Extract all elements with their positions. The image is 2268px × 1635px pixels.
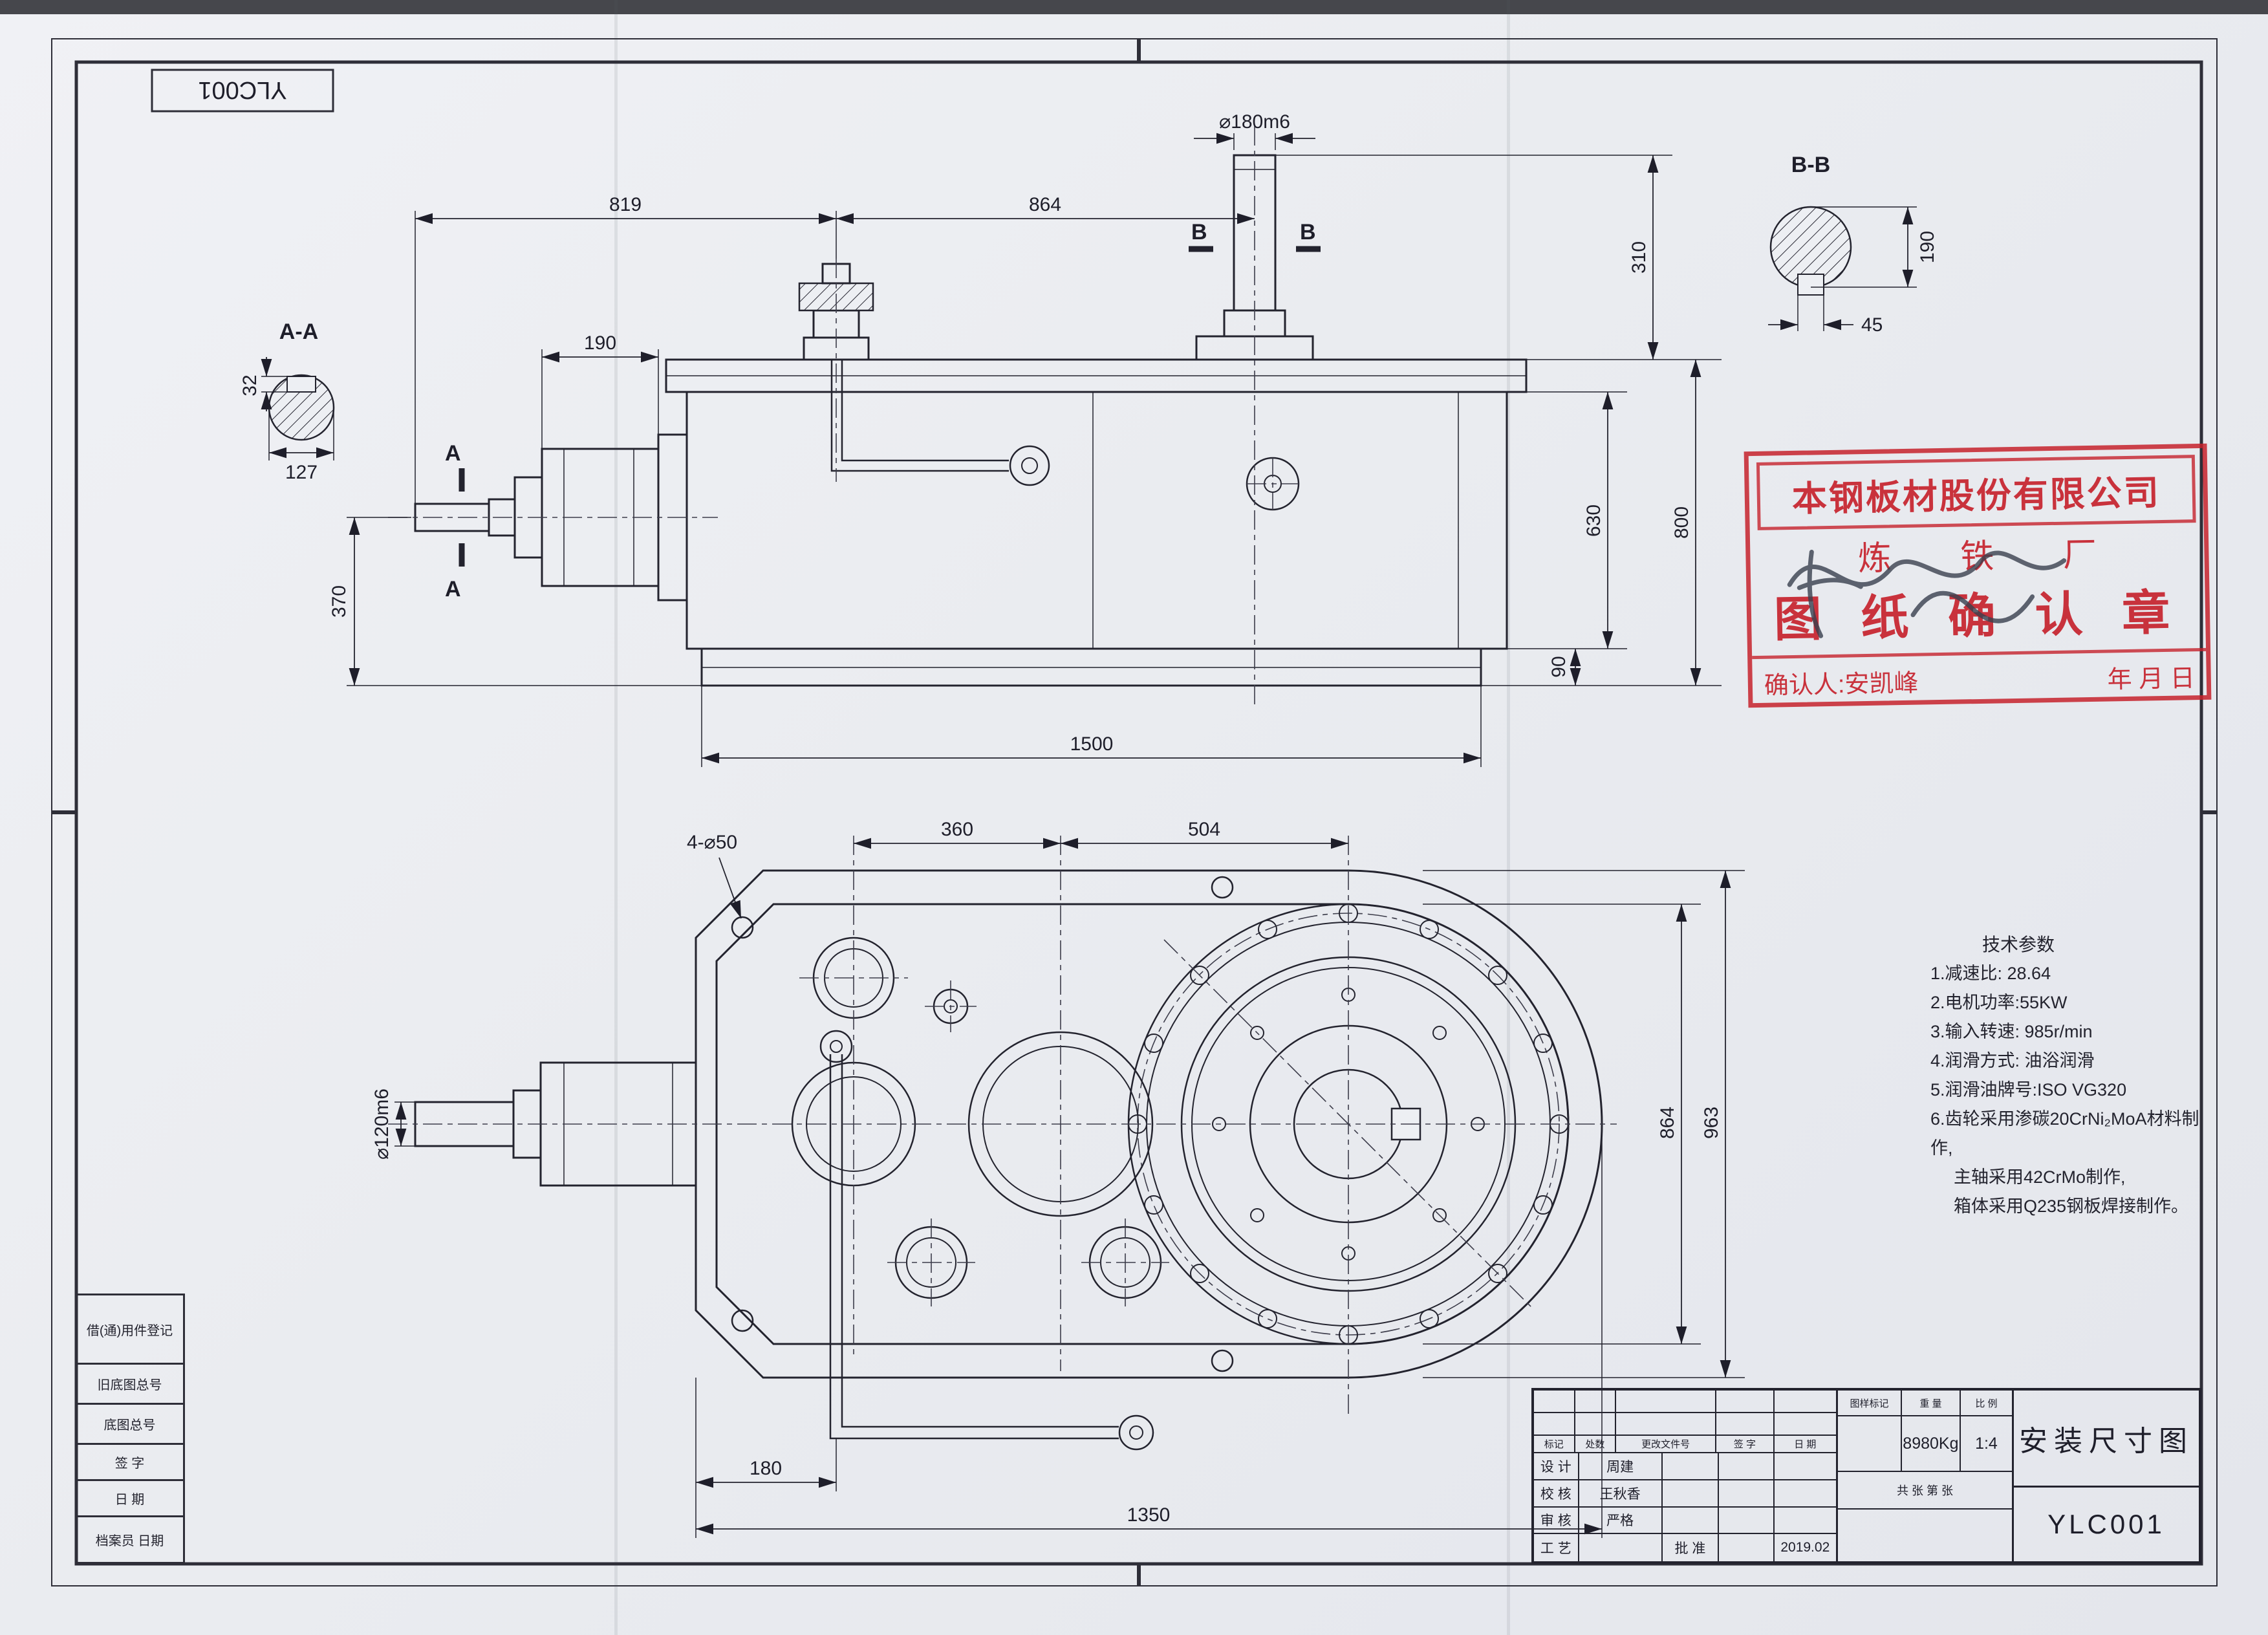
dim-190: 190	[584, 332, 616, 354]
dim-190-bb: 190	[1917, 231, 1938, 263]
scan-edge-artifact	[0, 0, 2268, 14]
dim-1350: 1350	[1127, 1504, 1171, 1526]
sig-date: 2019.02	[1780, 1540, 1830, 1555]
stage-label: 图样标记	[1838, 1391, 1902, 1415]
section-bb	[1768, 206, 1917, 331]
title-block: 标记 处数 更改文件号 签 字 日 期 设 计 周建 校 核 王秋香	[1531, 1388, 2201, 1564]
sig-extra	[1663, 1507, 1720, 1533]
section-aa-label: A-A	[279, 319, 318, 344]
dim-370: 370	[329, 585, 350, 618]
cut-mark-b: B	[1191, 220, 1207, 244]
dim-90: 90	[1548, 656, 1570, 677]
rev-header-cell: 日 期	[1794, 1439, 1817, 1450]
sig-name: 周建	[1579, 1453, 1663, 1479]
sig-role: 设 计	[1534, 1453, 1579, 1479]
dim-180: 180	[750, 1458, 782, 1479]
handwritten-signature	[1787, 549, 2067, 638]
rev-header-cell: 签 字	[1716, 1435, 1775, 1453]
scale-value: 1:4	[1975, 1434, 1998, 1453]
tech-note: 3.输入转速: 985r/min	[1930, 1022, 2093, 1041]
cut-mark-b: B	[1300, 220, 1316, 244]
sig-extra: 批 准	[1663, 1534, 1720, 1561]
dim-504: 504	[1188, 819, 1220, 840]
section-bb-text: B-B 190 45	[1791, 153, 1938, 336]
front-view-dimensions	[347, 133, 1722, 767]
drawing-number: YLC001	[2047, 1509, 2165, 1539]
tech-note: 主轴采用42CrMo制作,	[1954, 1167, 2126, 1187]
sig-role: 工 艺	[1534, 1534, 1579, 1561]
sig-name: 王秋香	[1579, 1480, 1663, 1506]
sig-extra	[1663, 1453, 1720, 1479]
tech-note: 箱体采用Q235钢板焊接制作。	[1954, 1196, 2189, 1216]
cut-mark-a: A	[445, 577, 461, 601]
section-aa-text: A-A 32 127	[239, 319, 318, 483]
dim-127: 127	[285, 462, 318, 483]
dim-963: 963	[1701, 1107, 1722, 1139]
dim-output-shaft-dia: ⌀180m6	[1219, 111, 1290, 133]
reg-row: 底图总号	[76, 1405, 183, 1445]
tech-notes-title: 技术参数	[1982, 935, 2055, 955]
drawing-title: 安装尺寸图	[2014, 1391, 2199, 1488]
tech-note: 4.润滑方式: 油浴润滑	[1930, 1051, 2095, 1070]
front-view-cut-letters: A A B B	[445, 220, 1316, 601]
front-view-dimension-text: 819 864 ⌀180m6 310 800 630 90 370 190 15…	[329, 111, 1692, 755]
plan-view-dimensions	[394, 838, 1745, 1538]
cut-mark-a: A	[445, 441, 461, 466]
dim-45: 45	[1861, 314, 1883, 336]
reg-row: 日 期	[76, 1481, 183, 1517]
dim-360: 360	[941, 819, 973, 840]
sig-role: 校 核	[1534, 1480, 1579, 1506]
dim-4-holes: 4-⌀50	[687, 832, 737, 853]
drawing-frame	[51, 38, 2218, 1586]
title-block-signatures: 标记 处数 更改文件号 签 字 日 期 设 计 周建 校 核 王秋香	[1534, 1391, 1838, 1561]
section-aa	[261, 357, 335, 460]
reg-row: 旧底图总号	[76, 1365, 183, 1405]
registration-table: 借(通)用件登记 旧底图总号 底图总号 签 字 日 期 档案员 日期	[76, 1294, 185, 1564]
scale-label: 比 例	[1975, 1398, 1998, 1409]
dim-800: 800	[1671, 506, 1692, 539]
technical-notes: 技术参数 1.减速比: 28.64 2.电机功率:55KW 3.输入转速: 98…	[1930, 930, 2209, 1221]
tech-note: 2.电机功率:55KW	[1930, 993, 2068, 1012]
dim-864-plan: 864	[1657, 1107, 1678, 1139]
corner-code-label: YLC001	[198, 76, 286, 103]
dim-input-shaft-dia: ⌀120m6	[371, 1088, 393, 1160]
section-bb-label: B-B	[1791, 153, 1830, 177]
sig-name	[1579, 1534, 1663, 1561]
rev-header-cell: 标记	[1534, 1435, 1575, 1453]
front-view	[388, 126, 1528, 708]
reg-row: 签 字	[76, 1445, 183, 1481]
sig-date	[1775, 1453, 1836, 1479]
dim-1500: 1500	[1070, 733, 1114, 755]
tech-note: 6.齿轮采用渗碳20CrNi₂MoA材料制作,	[1930, 1109, 2199, 1158]
corner-code-box: YLC001	[151, 69, 334, 113]
plan-view-dimension-text: 4-⌀50 360 504 864 963 180 1350 ⌀120m6	[371, 819, 1722, 1526]
weight-label: 重 量	[1902, 1391, 1961, 1415]
tech-note: 1.减速比: 28.64	[1930, 964, 2051, 983]
paper-crease	[1507, 0, 1510, 1635]
dim-310: 310	[1628, 241, 1650, 274]
tech-note: 5.润滑油牌号:ISO VG320	[1930, 1080, 2127, 1099]
sig-name: 严格	[1579, 1507, 1663, 1533]
title-block-middle: 图样标记 重 量 比 例 8980Kg 1:4 共 张 第 张	[1838, 1391, 2014, 1561]
rev-header-cell: 更改文件号	[1616, 1435, 1717, 1453]
paper-crease	[614, 0, 618, 1635]
sig-date	[1775, 1480, 1836, 1506]
reg-row: 档案员 日期	[76, 1517, 183, 1564]
reg-row: 借(通)用件登记	[76, 1295, 183, 1365]
approval-stamp: 本钢板材股份有限公司 炼 铁 厂 图 纸 确 认 章 确认人:安凯峰 年 月 日	[1744, 443, 2212, 708]
sig-role: 审 核	[1534, 1507, 1579, 1533]
rev-header-cell: 处数	[1575, 1435, 1617, 1453]
sig-extra	[1663, 1480, 1720, 1506]
plan-view	[388, 836, 1617, 1451]
title-block-right: 安装尺寸图 YLC001	[2014, 1391, 2199, 1561]
sig-date	[1775, 1508, 1836, 1533]
dim-819: 819	[609, 194, 642, 215]
sheet-info: 共 张 第 张	[1896, 1484, 1953, 1497]
weight-value: 8980Kg	[1902, 1416, 1961, 1471]
dim-32: 32	[239, 374, 261, 396]
dim-630: 630	[1583, 504, 1604, 537]
dim-864: 864	[1029, 194, 1061, 215]
